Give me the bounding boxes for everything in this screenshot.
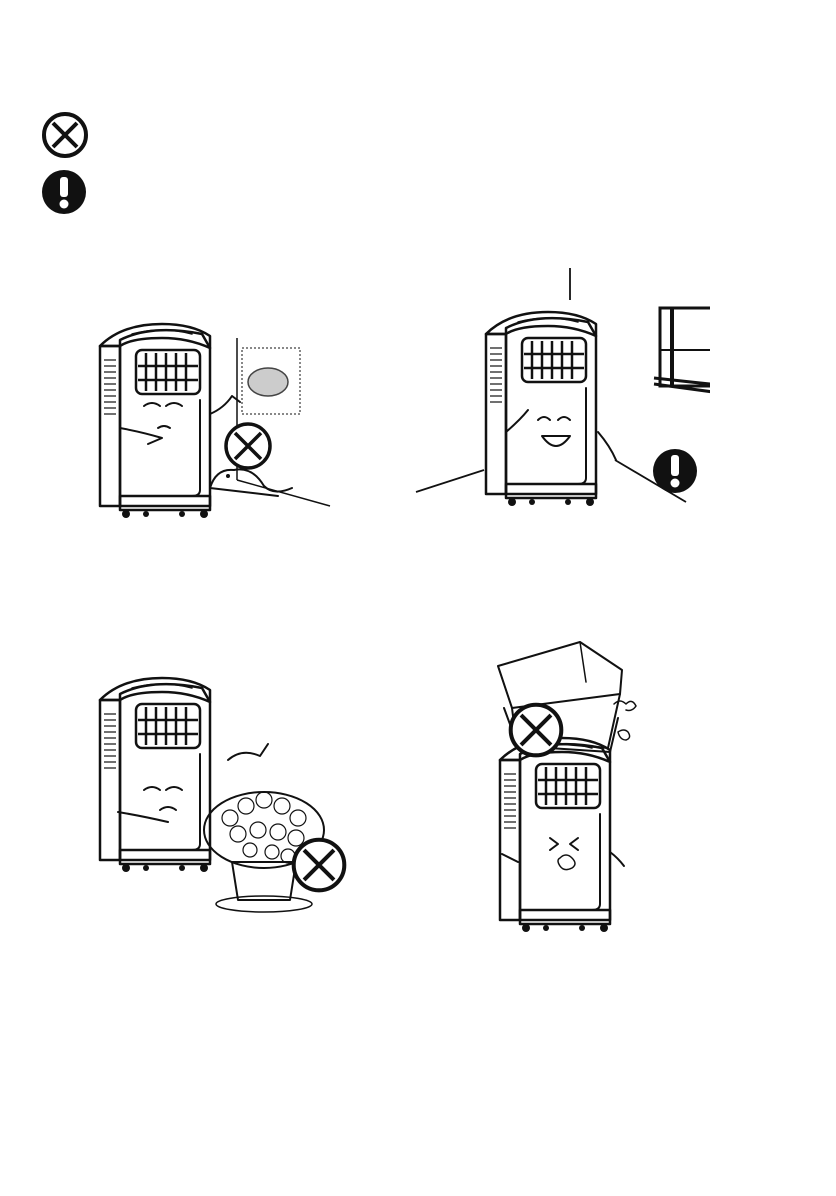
ac-unit-illustration (490, 636, 660, 976)
illustration-unit-with-box-on-top (490, 636, 660, 976)
illustration-unit-near-wall-and-pet (92, 310, 352, 530)
legend-mandatory (40, 168, 88, 216)
window-illustration (654, 308, 710, 394)
legend-prohibited (40, 110, 90, 160)
prohibited-icon (222, 420, 274, 472)
prohibited-icon (40, 110, 90, 160)
mandatory-icon (650, 446, 700, 496)
prohibited-icon (508, 702, 564, 758)
prohibited-icon (290, 836, 348, 894)
illustration-unit-blocked-by-plant (92, 660, 382, 920)
illustration-unit-with-clearance (410, 260, 710, 530)
mandatory-icon (40, 168, 88, 216)
